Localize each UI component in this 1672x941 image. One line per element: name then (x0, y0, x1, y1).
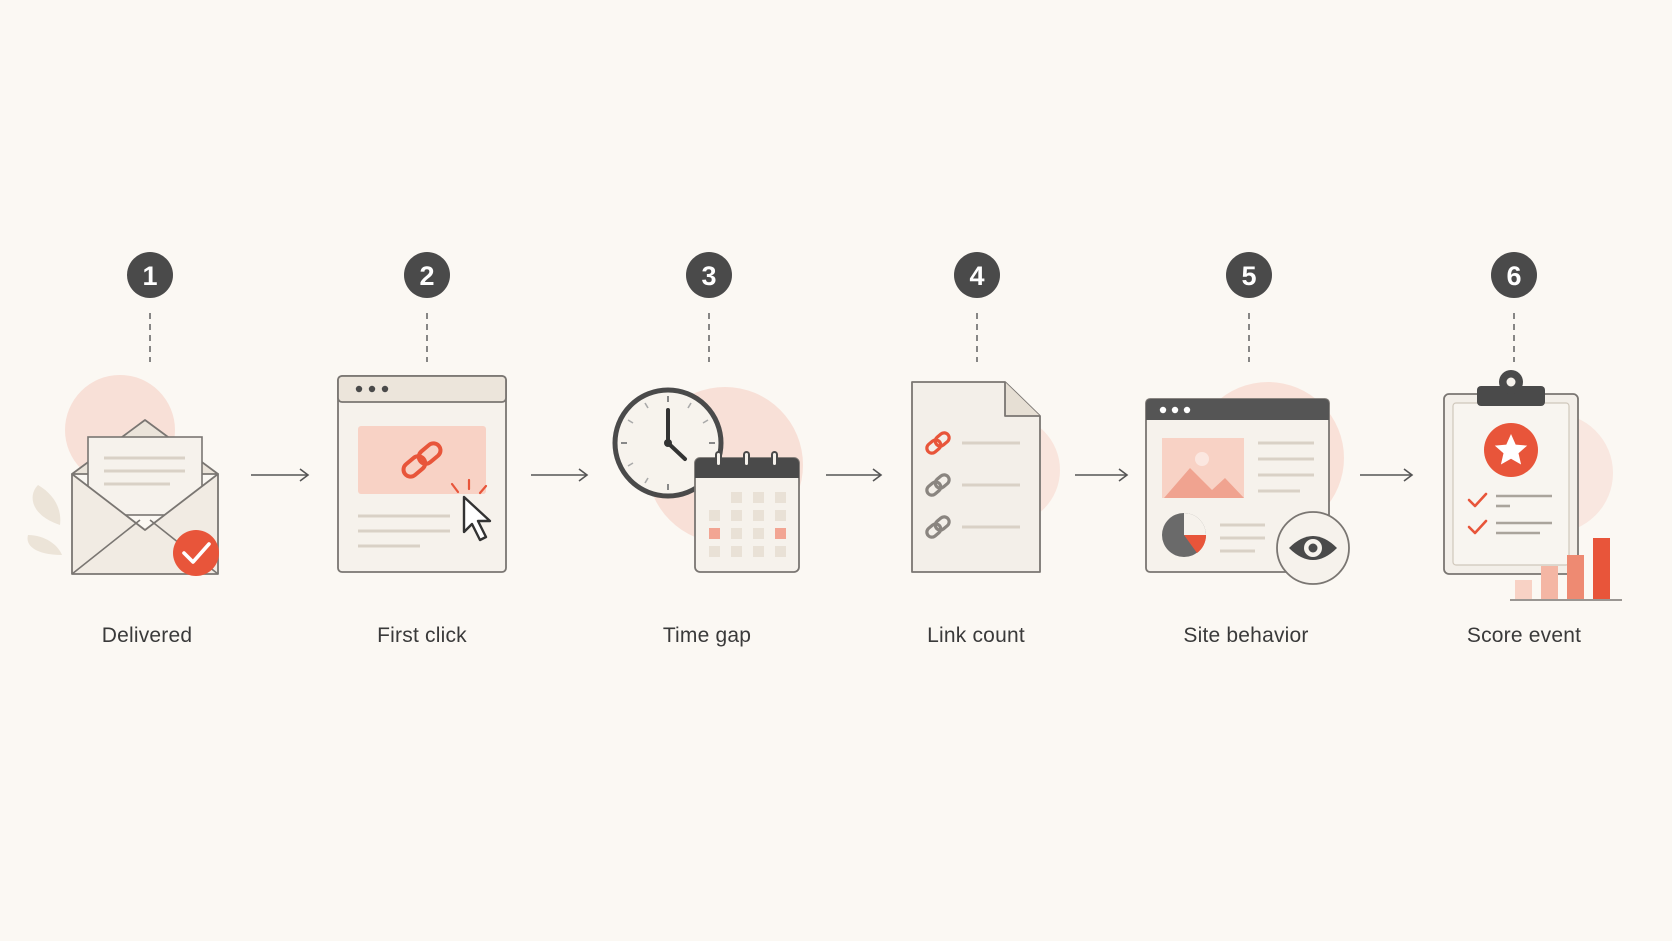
step-1-badge: 1 (127, 252, 173, 298)
step-3-badge: 3 (686, 252, 732, 298)
step-3: 3 (612, 252, 803, 573)
pie-chart-icon (1162, 513, 1207, 557)
step-4: 4 (911, 252, 1060, 573)
step-1: 1 (27, 252, 219, 576)
link-icon (925, 515, 951, 539)
cursor-icon (462, 495, 492, 542)
eye-icon (1276, 511, 1350, 585)
step-3-label: Time gap (662, 624, 752, 647)
link-icon (925, 431, 951, 455)
link-icon (401, 441, 443, 479)
document-links-icon (911, 381, 1060, 573)
step-2-label: First click (377, 624, 467, 647)
step-6-label: Score event (1466, 624, 1582, 647)
check-icon (1467, 492, 1488, 508)
step-5-label: Site behavior (1183, 624, 1309, 647)
step-1-label: Delivered (101, 624, 193, 647)
check-icon (173, 530, 219, 576)
image-icon (1162, 438, 1244, 498)
check-icon (1467, 519, 1488, 535)
step-6: 6 (1443, 252, 1624, 603)
step-2-number: 2 (419, 261, 434, 291)
step-4-label: Link count (927, 624, 1025, 647)
star-icon (1484, 423, 1538, 477)
clock-calendar-icon (612, 387, 803, 573)
clipboard-star-chart-icon (1443, 370, 1624, 603)
step-5-badge: 5 (1226, 252, 1272, 298)
link-icon (925, 473, 951, 497)
step-1-number: 1 (142, 261, 157, 291)
step-5: 5 (1145, 252, 1350, 585)
step-4-number: 4 (969, 261, 984, 291)
calendar-icon (694, 451, 800, 573)
step-6-badge: 6 (1491, 252, 1537, 298)
step-4-badge: 4 (954, 252, 1000, 298)
step-6-number: 6 (1506, 261, 1521, 291)
envelope-check-icon (27, 375, 219, 576)
bar-chart-icon (1510, 538, 1624, 603)
step-5-number: 5 (1241, 261, 1256, 291)
step-3-number: 3 (701, 261, 716, 291)
step-2: 2 (337, 252, 507, 573)
browser-link-click-icon (337, 375, 507, 573)
step-2-badge: 2 (404, 252, 450, 298)
dashboard-eye-icon (1145, 382, 1350, 585)
